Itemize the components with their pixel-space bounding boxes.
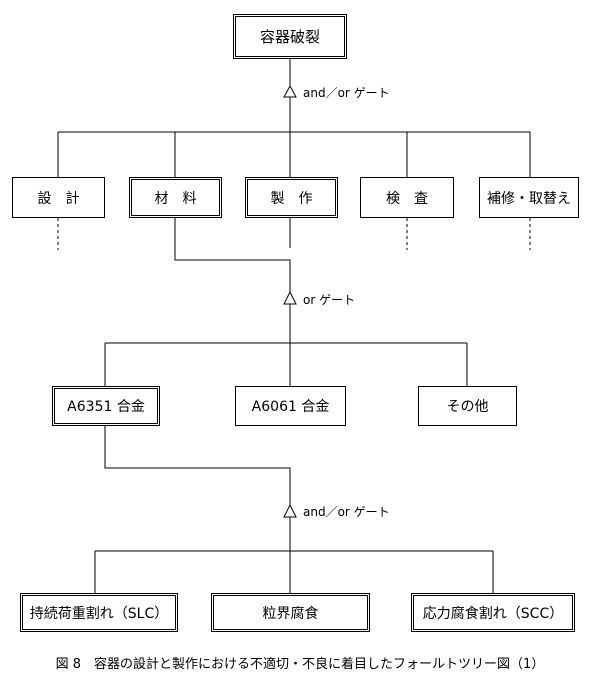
event-inspection: 検 査 bbox=[360, 177, 454, 218]
event-intergranular-corrosion-label: 粒界腐食 bbox=[262, 605, 319, 622]
top-event-box: 容器破裂 bbox=[233, 14, 347, 59]
event-material-label: 材 料 bbox=[154, 190, 197, 207]
event-other: その他 bbox=[418, 386, 517, 426]
connector-a6351-to-gate3 bbox=[104, 426, 291, 505]
event-a6061: A6061 合金 bbox=[235, 386, 346, 426]
event-intergranular-corrosion: 粒界腐食 bbox=[211, 593, 370, 632]
event-a6061-label: A6061 合金 bbox=[251, 399, 330, 415]
gate3-label: and／or ゲート bbox=[303, 505, 390, 519]
connector-material-to-gate2 bbox=[174, 218, 291, 292]
event-other-label: その他 bbox=[446, 399, 489, 415]
top-event-label: 容器破裂 bbox=[259, 28, 320, 46]
event-slc: 持続荷重割れ（SLC） bbox=[20, 593, 178, 632]
event-repair-label: 補修・取替え bbox=[487, 190, 571, 207]
event-inspection-label: 検 査 bbox=[386, 190, 428, 207]
gate1-label: and／or ゲート bbox=[303, 86, 390, 100]
event-material: 材 料 bbox=[129, 177, 222, 218]
event-slc-label: 持続荷重割れ（SLC） bbox=[29, 605, 169, 622]
event-a6351-label: A6351 合金 bbox=[67, 399, 145, 415]
gate1-symbol bbox=[283, 84, 297, 98]
event-repair: 補修・取替え bbox=[479, 177, 579, 218]
event-design: 設 計 bbox=[12, 177, 105, 218]
gate2-symbol bbox=[283, 290, 297, 305]
gate3-symbol bbox=[283, 503, 297, 518]
event-manufacture: 製 作 bbox=[245, 177, 338, 218]
event-a6351: A6351 合金 bbox=[52, 386, 160, 426]
gate2-label: or ゲート bbox=[303, 293, 356, 307]
event-manufacture-label: 製 作 bbox=[270, 190, 313, 207]
event-scc: 応力腐食割れ（SCC） bbox=[411, 593, 575, 632]
event-scc-label: 応力腐食割れ（SCC） bbox=[422, 605, 564, 622]
event-design-label: 設 計 bbox=[37, 190, 80, 207]
figure-caption: 図 8 容器の設計と製作における不適切・不良に着目したフォールトツリー図（1） bbox=[55, 657, 545, 672]
